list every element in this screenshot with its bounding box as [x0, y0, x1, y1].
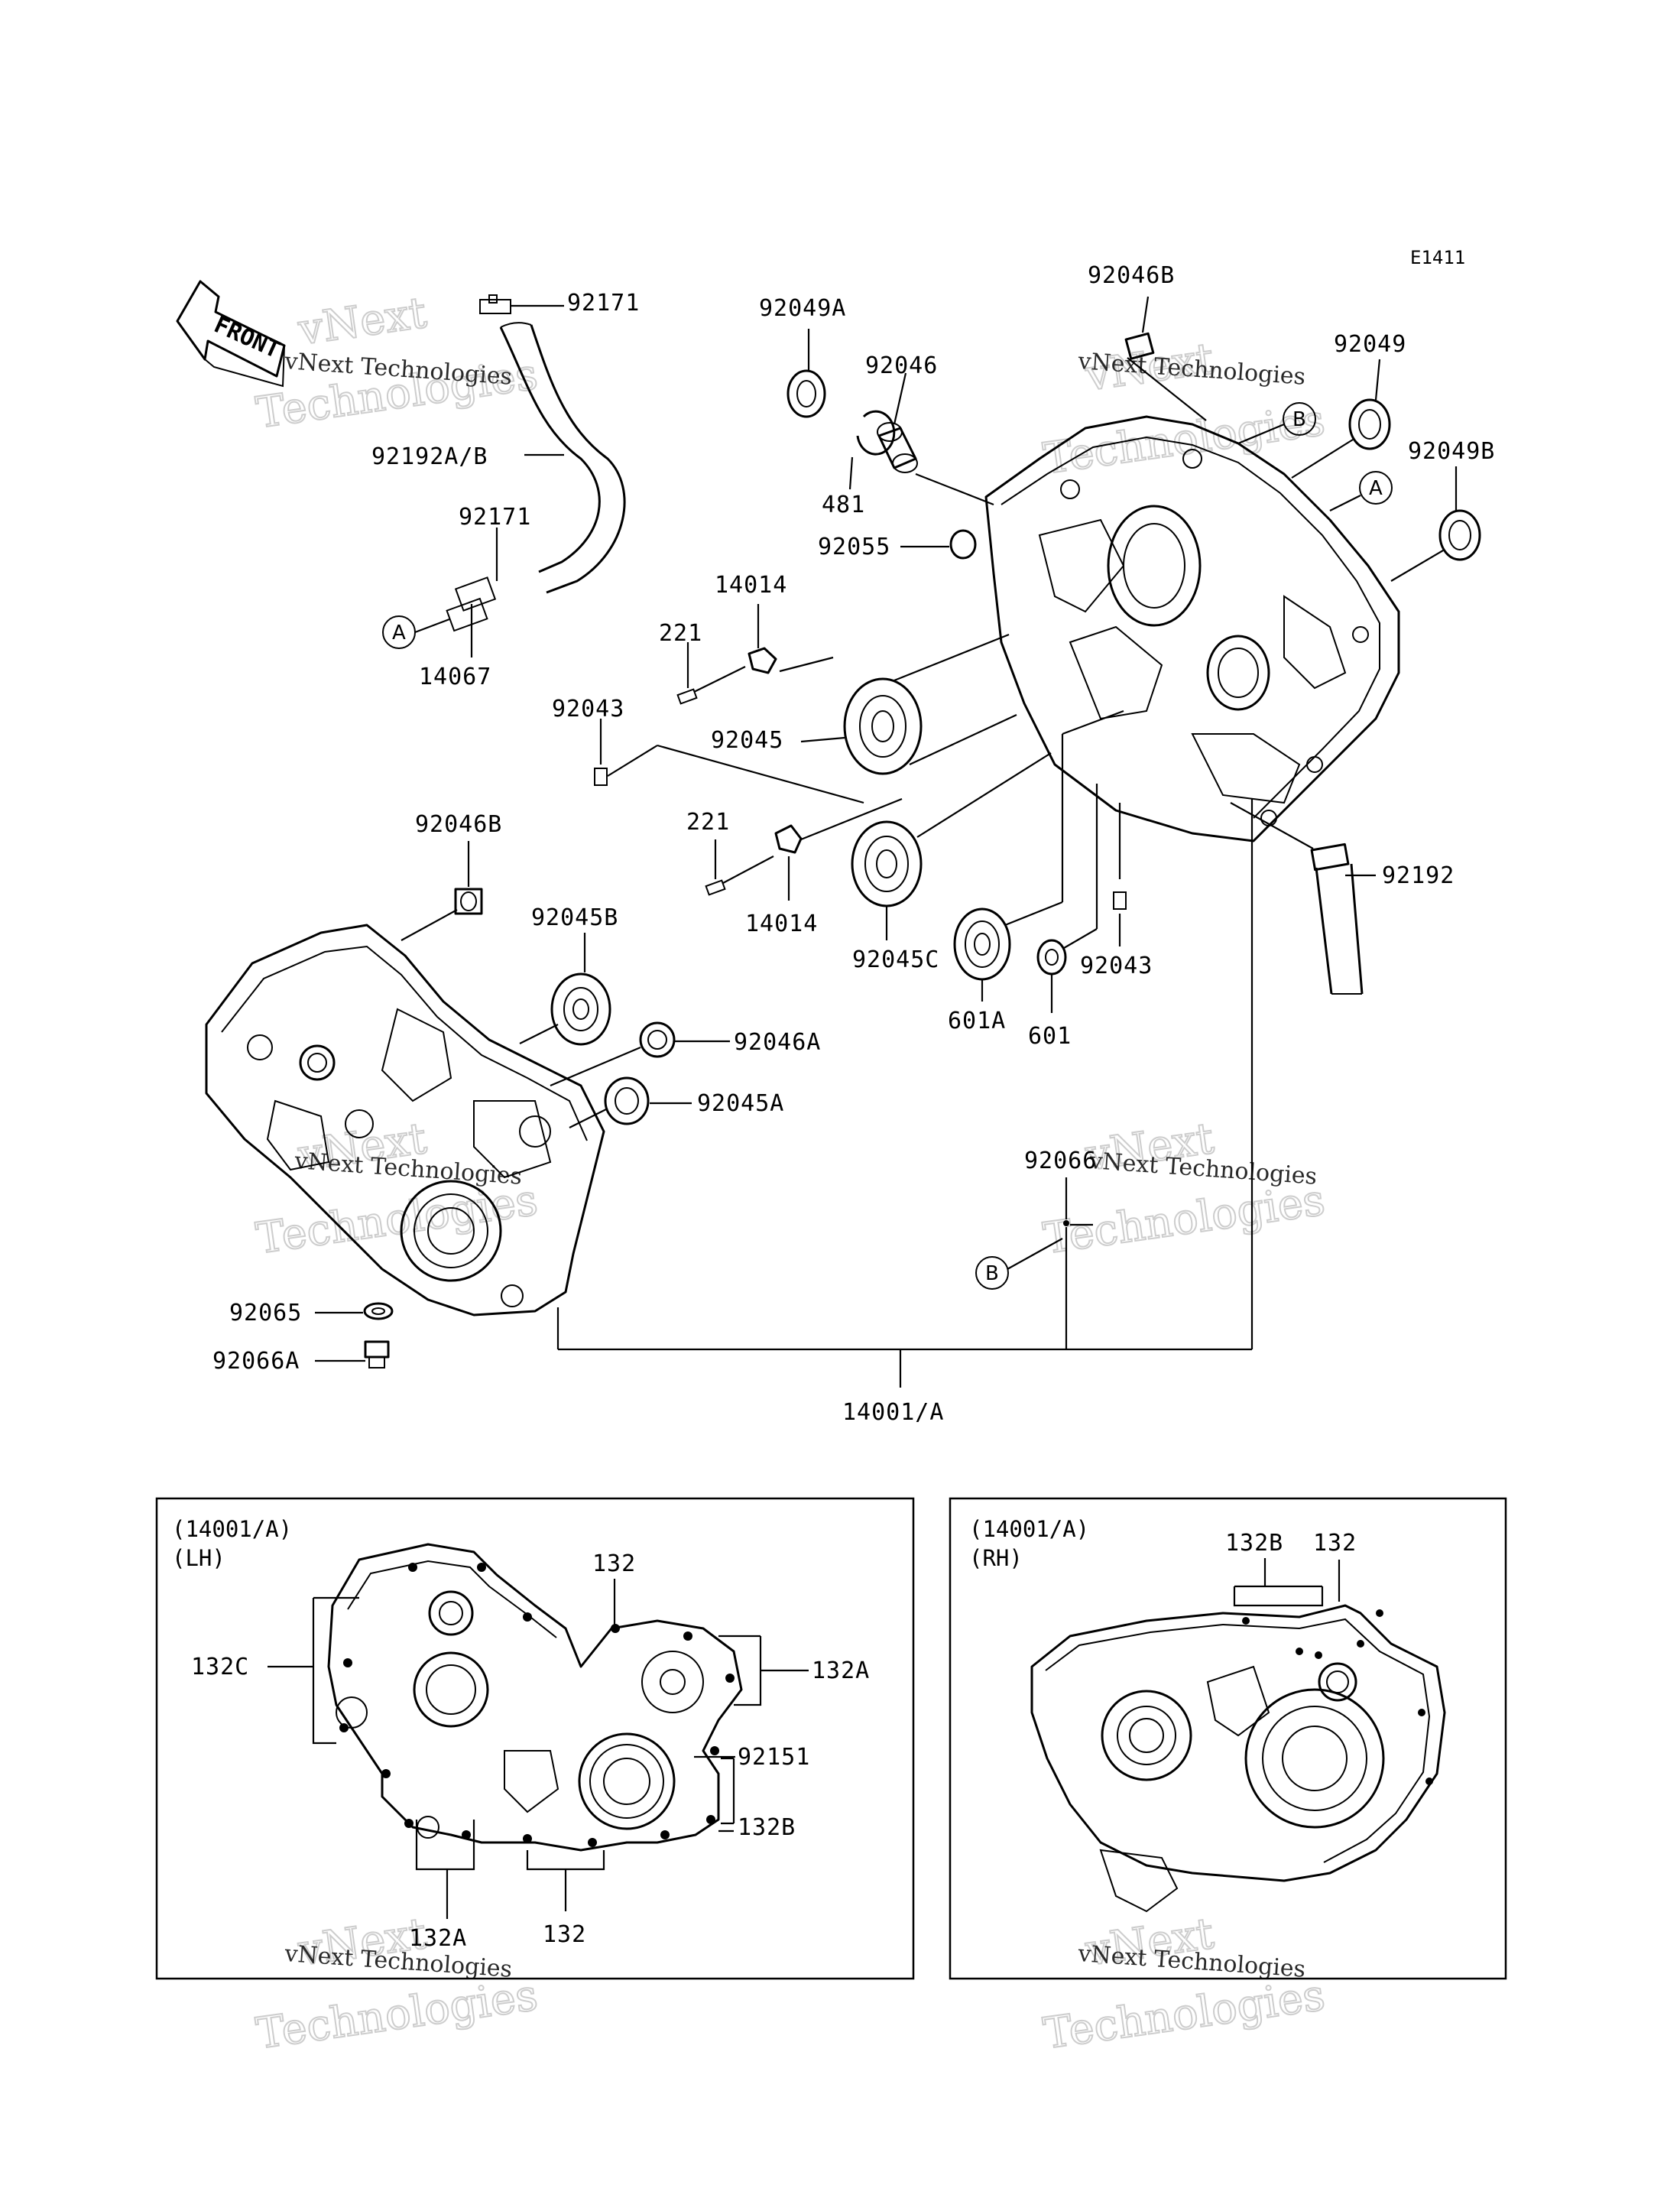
part-label: 92049A [759, 295, 846, 322]
part-label: 132A [409, 1925, 467, 1952]
part-label: 92046B [415, 811, 502, 838]
reference-circle [975, 1256, 1009, 1290]
part-label: 601A [948, 1008, 1006, 1034]
part-label: 92045B [531, 904, 618, 931]
part-label: 92066 [1024, 1148, 1097, 1174]
diagram-code: E1411 [1410, 247, 1465, 268]
part-label: 132C [191, 1654, 249, 1680]
ball-bearing-icon [519, 933, 611, 1046]
reference-letter: B [985, 1262, 999, 1285]
part-label: 92192 [1382, 862, 1455, 889]
watermark-text: vNext [295, 288, 430, 356]
circlip-icon [848, 410, 896, 490]
part-label: 92045A [697, 1090, 784, 1117]
dowel-pin-icon [594, 719, 608, 786]
part-label: 92066A [212, 1348, 300, 1375]
plug-icon [315, 1340, 390, 1368]
oil-seal-icon [1291, 359, 1391, 479]
needle-bearing-icon [1124, 296, 1207, 421]
part-label: 14014 [745, 911, 818, 937]
plug-icon [1063, 1177, 1093, 1226]
plate-icon [774, 797, 903, 901]
needle-bearing-icon [877, 372, 994, 506]
plate-icon [748, 604, 777, 674]
watermark-text: Technologies [1040, 395, 1328, 484]
reference-circle [1283, 402, 1316, 436]
part-label: 132A [812, 1657, 870, 1684]
reference-letter: A [392, 622, 406, 644]
part-label: 92046B [1088, 262, 1175, 289]
reference-letter: A [1369, 477, 1383, 500]
part-label: 221 [659, 620, 702, 647]
oil-seal-icon [786, 329, 826, 418]
part-label: 92065 [229, 1300, 302, 1326]
part-label: 601 [1028, 1023, 1072, 1050]
part-label: 92043 [552, 696, 624, 722]
part-label: 92192A/B [371, 443, 488, 470]
ball-bearing-icon [1036, 784, 1098, 1013]
part-label: 14014 [715, 572, 787, 599]
inset-rh: (14001/A) (RH) [949, 1497, 1507, 1980]
hose-icon [1230, 802, 1376, 995]
inset-side: (RH) [969, 1545, 1023, 1571]
inset-side: (LH) [172, 1545, 225, 1571]
part-label: 92046 [865, 352, 938, 379]
ball-bearing-icon [569, 1076, 692, 1128]
part-label: 221 [686, 809, 730, 836]
part-label: 14067 [419, 664, 491, 690]
screw-icon [676, 642, 746, 705]
reference-letter: B [1292, 408, 1306, 431]
part-label: 92043 [1080, 953, 1153, 979]
front-label: FRONT [210, 311, 284, 364]
part-label: 92171 [567, 290, 640, 317]
watermark-text: Technologies [1040, 1970, 1328, 2059]
dowel-pin-icon [1113, 803, 1127, 946]
oil-seal-icon [1390, 466, 1481, 582]
hose-assembly [446, 294, 626, 657]
washer-icon [315, 1302, 394, 1320]
watermark-text: Technologies [1040, 1175, 1328, 1264]
reference-circle [1359, 471, 1393, 505]
part-label: 92151 [738, 1744, 810, 1771]
ball-bearing-icon [953, 709, 1124, 1002]
part-label: 92055 [818, 534, 890, 560]
bracket-lines [556, 799, 1254, 1388]
inset-lh: (14001/A) (LH) [155, 1497, 915, 1980]
part-label: 132 [592, 1550, 636, 1577]
watermark-text: Technologies [253, 1970, 540, 2059]
part-label: 92045 [711, 727, 783, 754]
part-label: 92049B [1408, 438, 1495, 465]
screw-icon [705, 839, 774, 896]
ball-bearing-icon [800, 633, 1017, 775]
part-label: 132B [738, 1814, 796, 1841]
part-label: 132 [1313, 1530, 1357, 1557]
o-ring-icon [900, 529, 977, 560]
inset-title: (14001/A) [172, 1516, 292, 1542]
part-label: 132 [543, 1921, 586, 1948]
lh-crankcase-drawing [205, 924, 605, 1317]
part-label: 132B [1225, 1530, 1283, 1557]
part-label: 92171 [459, 504, 531, 531]
part-label: 14001/A [842, 1399, 944, 1426]
needle-bearing-icon [401, 841, 483, 941]
watermark-group: vNext Technologies vNext Technologies vN… [252, 287, 1328, 2060]
part-label: 481 [822, 492, 865, 518]
inset-title: (14001/A) [969, 1516, 1089, 1542]
ball-bearing-icon [851, 752, 1052, 940]
part-label: 92045C [852, 946, 939, 973]
rh-crankcase-drawing [984, 415, 1400, 843]
front-arrow-icon: FRONT [176, 280, 286, 388]
needle-bearing-icon [550, 1021, 730, 1087]
part-label: 92046A [734, 1029, 821, 1056]
part-label: 92049 [1334, 331, 1406, 358]
